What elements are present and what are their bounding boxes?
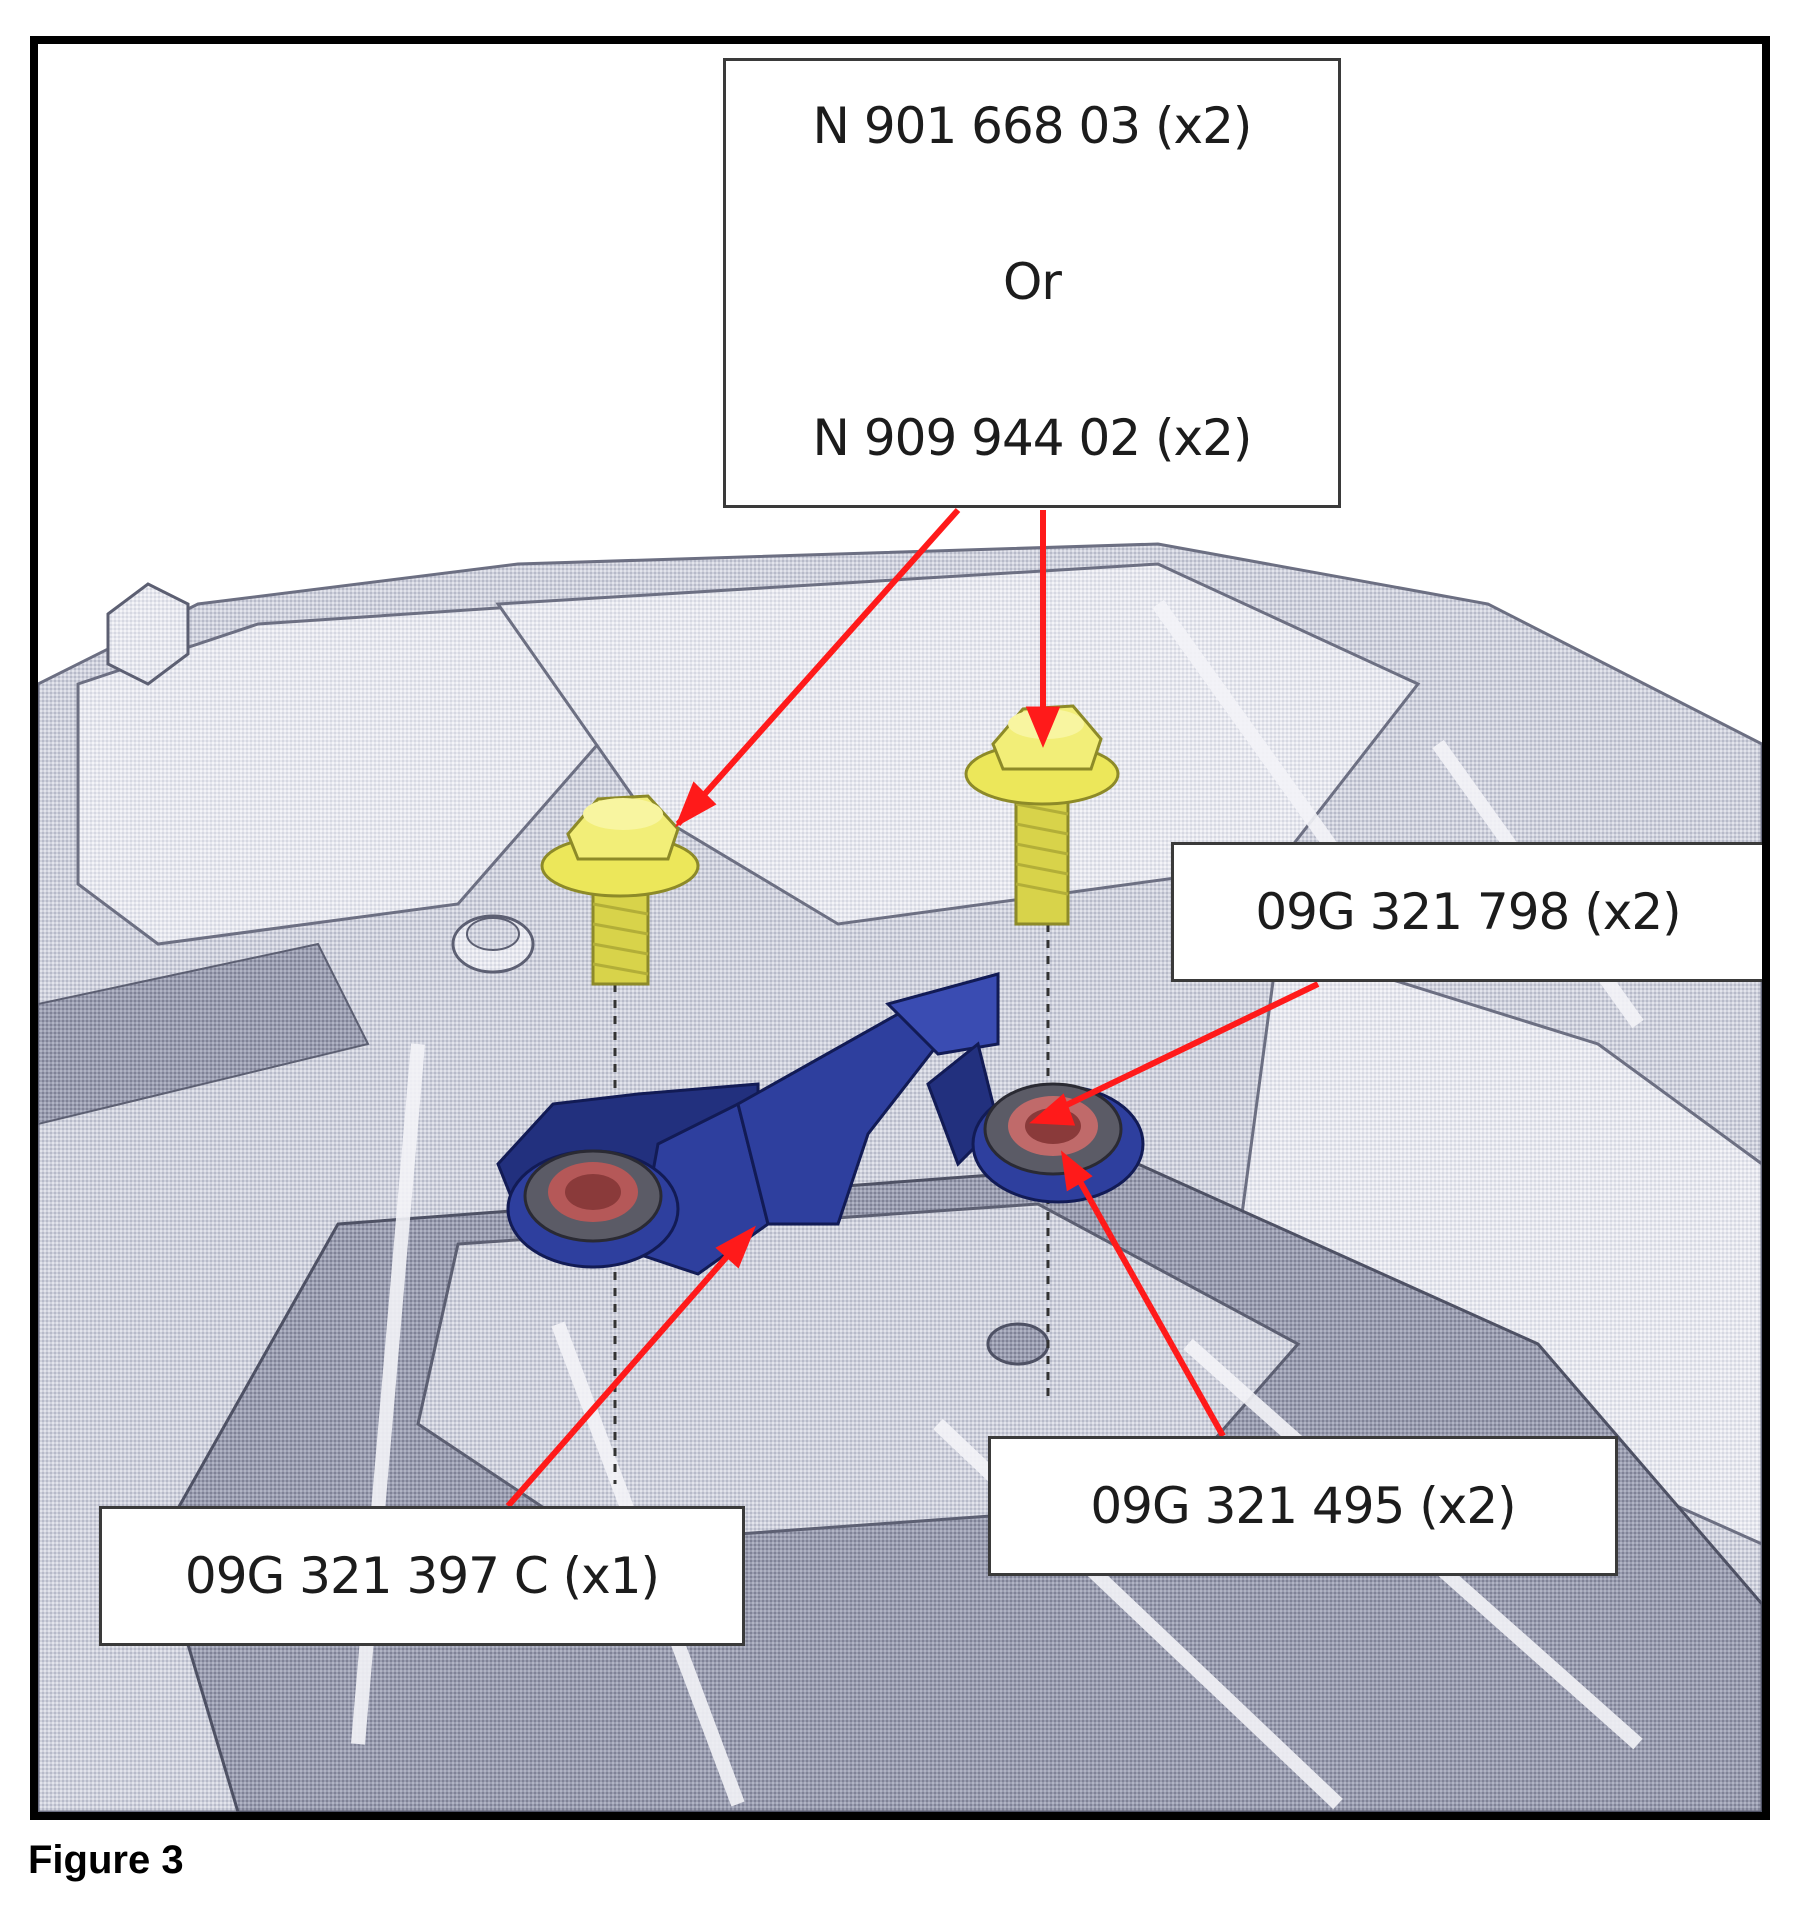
figure-frame: N 901 668 03 (x2) Or N 909 944 02 (x2) 0… xyxy=(30,36,1770,1820)
bracket-part-callout: 09G 321 397 C (x1) xyxy=(99,1506,745,1646)
bolt-part-or-label: Or xyxy=(1003,253,1062,311)
mount-hole-lower xyxy=(986,1322,1050,1366)
bushing-right xyxy=(971,1082,1145,1204)
housing-ridge-left xyxy=(38,942,370,1126)
arrow-to-bolt-right xyxy=(1025,510,1061,748)
bolt-left xyxy=(540,794,700,986)
hex-nut-center-left xyxy=(451,914,535,974)
arrow-to-washer xyxy=(1029,981,1320,1126)
bolt-part-primary-label: N 901 668 03 (x2) xyxy=(812,97,1253,155)
bracket-part-label: 09G 321 397 C (x1) xyxy=(184,1547,660,1605)
bolt-right xyxy=(964,704,1120,926)
bushing-part-label: 09G 321 495 (x2) xyxy=(1090,1477,1516,1535)
bolt-part-alternate-label: N 909 944 02 (x2) xyxy=(812,409,1253,467)
housing-upper-plate xyxy=(76,602,600,946)
arrow-to-bushing xyxy=(1060,1150,1226,1438)
arrow-to-bolt-left xyxy=(675,508,961,828)
washer-part-label: 09G 321 798 (x2) xyxy=(1255,883,1681,941)
arrow-to-bracket xyxy=(505,1225,756,1508)
figure-caption: Figure 3 xyxy=(28,1838,184,1882)
bushing-left xyxy=(506,1149,680,1269)
washer-part-callout: 09G 321 798 (x2) xyxy=(1171,842,1762,982)
bolt-part-callout: N 901 668 03 (x2) Or N 909 944 02 (x2) xyxy=(723,58,1341,508)
bushing-part-callout: 09G 321 495 (x2) xyxy=(988,1436,1618,1576)
hex-nut-upper-left xyxy=(106,582,190,686)
leader-arrows xyxy=(505,508,1320,1508)
